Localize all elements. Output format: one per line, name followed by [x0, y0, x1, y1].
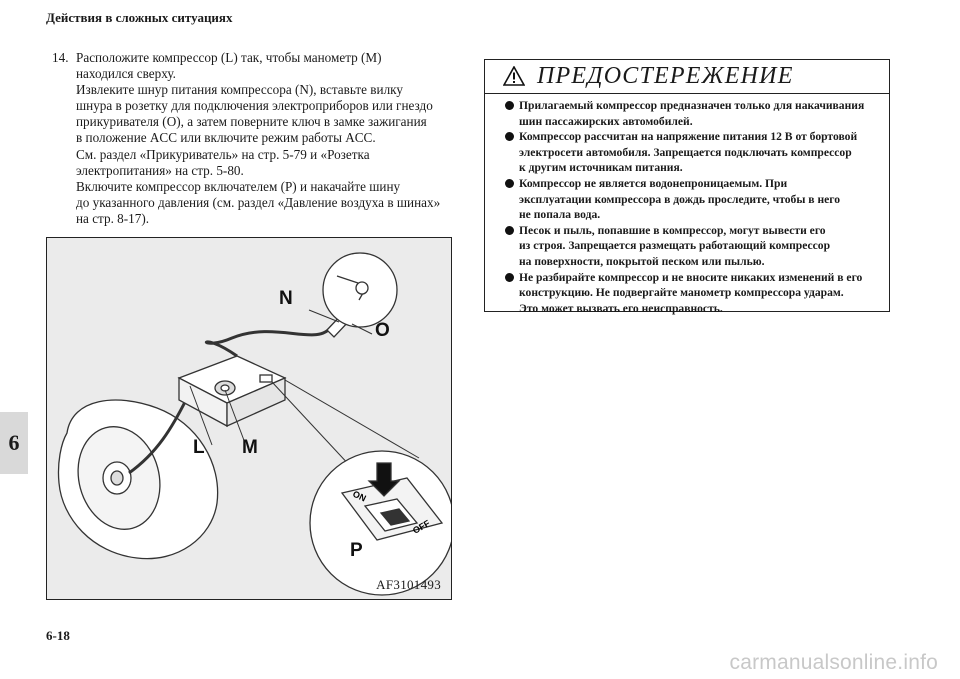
step-text: Расположите компрессор (L) так, чтобы ма… — [76, 50, 457, 227]
step-line: на стр. 8-17). — [76, 210, 150, 226]
warning-line: конструкцию. Не подвергайте манометр ком… — [519, 286, 844, 300]
warning-list: Прилагаемый компрессор предназначен толь… — [485, 94, 889, 316]
warning-line: электросети автомобиля. Запрещается подк… — [519, 145, 852, 159]
warning-line: Это может вызвать его неисправность. — [519, 301, 723, 315]
label-n: N — [279, 288, 293, 309]
compressor-illustration: ON OFF N O L M P AF3101493 — [46, 237, 452, 600]
section-title: Действия в сложных ситуациях — [46, 10, 233, 25]
step-line: в положение ACC или включите режим работ… — [76, 130, 376, 146]
warning-line: не попала вода. — [519, 208, 601, 222]
figure-code: AF3101493 — [376, 577, 441, 592]
warning-line: эксплуатации компрессора в дождь прослед… — [519, 192, 841, 206]
warning-item: Компрессор рассчитан на напряжение питан… — [485, 129, 883, 176]
bullet-icon — [505, 272, 514, 282]
step-line: электропитания» на стр. 5-80. — [76, 162, 244, 178]
compressor-drawing: ON OFF — [47, 238, 451, 599]
warning-triangle-icon — [503, 66, 525, 86]
step-number: 14. — [52, 50, 69, 65]
warning-item: Прилагаемый компрессор предназначен толь… — [485, 98, 883, 129]
socket-drawing — [322, 252, 398, 328]
label-m: M — [242, 437, 258, 458]
warning-line: Прилагаемый компрессор предназначен толь… — [519, 99, 865, 112]
switch-detail — [309, 450, 451, 596]
step-line: прикуривателя (O), а затем поверните клю… — [76, 114, 427, 130]
bullet-icon — [505, 101, 514, 110]
step-line: шнура в розетку для подключения электроп… — [76, 98, 433, 114]
compressor-body — [177, 355, 287, 428]
step-line: находился сверху. — [76, 66, 176, 82]
warning-line: из строя. Запрещается размещать работающ… — [519, 239, 831, 253]
warning-item: Компрессор не является водонепроницаемым… — [485, 176, 883, 223]
warning-line: к другим источникам питания. — [519, 161, 683, 175]
step-line: Извлеките шнур питания компрессора (N), … — [76, 82, 403, 98]
warning-box: ПРЕДОСТЕРЕЖЕНИЕ Прилагаемый компрессор п… — [484, 59, 890, 315]
step-line: См. раздел «Прикуриватель» на стр. 5-79 … — [76, 146, 370, 162]
warning-item: Не разбирайте компрессор и не вносите ни… — [485, 270, 883, 317]
warning-title: ПРЕДОСТЕРЕЖЕНИЕ — [537, 63, 794, 89]
warning-line: шин пассажирских автомобилей. — [519, 114, 693, 128]
bullet-icon — [505, 225, 514, 235]
warning-line: Компрессор не является водонепроницаемым… — [519, 176, 788, 190]
step-line: Включите компрессор включателем (P) и на… — [76, 178, 401, 194]
page-number: 6-18 — [46, 628, 70, 643]
label-o: O — [375, 320, 390, 341]
bullet-icon — [505, 132, 514, 142]
warning-line: на поверхности, покрытой песком или пыль… — [519, 254, 765, 268]
warning-line: Песок и пыль, попавшие в компрессор, мог… — [519, 223, 826, 237]
tire-drawing — [57, 399, 219, 560]
label-l: L — [193, 437, 205, 458]
label-p: P — [350, 540, 363, 561]
chapter-tab: 6 — [0, 412, 28, 474]
warning-line: Компрессор рассчитан на напряжение питан… — [519, 130, 858, 144]
warning-line: Не разбирайте компрессор и не вносите ни… — [519, 270, 863, 284]
bullet-icon — [505, 178, 514, 188]
watermark: carmanualsonline.info — [729, 651, 938, 674]
step-line: Расположите компрессор (L) так, чтобы ма… — [76, 50, 382, 65]
warning-item: Песок и пыль, попавшие в компрессор, мог… — [485, 223, 883, 270]
instruction-step: 14. Расположите компрессор (L) так, чтоб… — [52, 50, 457, 227]
warning-header: ПРЕДОСТЕРЕЖЕНИЕ — [485, 60, 889, 94]
step-line: до указанного давления (см. раздел «Давл… — [76, 194, 441, 210]
